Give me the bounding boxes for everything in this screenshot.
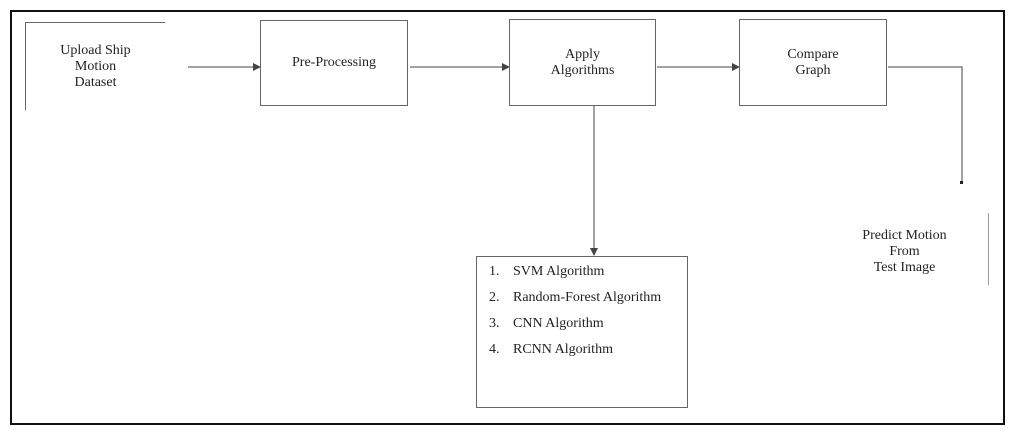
algorithm-label: RCNN Algorithm <box>513 342 613 357</box>
algorithm-number: 1. <box>489 264 500 279</box>
algorithm-label: SVM Algorithm <box>513 264 605 279</box>
upload-dataset-label: Upload Ship Motion Dataset <box>60 42 131 90</box>
algorithm-list-box: 1. SVM Algorithm 2. Random-Forest Algori… <box>476 256 688 408</box>
algorithm-number: 3. <box>489 316 500 331</box>
algorithm-item-svm: 1. SVM Algorithm <box>489 263 679 281</box>
algorithm-number: 4. <box>489 342 500 357</box>
compare-graph-label: Compare Graph <box>787 46 839 78</box>
preprocessing-node: Pre-Processing <box>260 20 408 106</box>
diagram-frame <box>10 10 1005 425</box>
algorithm-label: CNN Algorithm <box>513 316 604 331</box>
compare-graph-node: Compare Graph <box>739 19 887 106</box>
algorithm-number: 2. <box>489 290 500 305</box>
upload-dataset-node: Upload Ship Motion Dataset <box>25 22 165 110</box>
algorithm-item-rcnn: 4. RCNN Algorithm <box>489 341 679 359</box>
predict-motion-node: Predict Motion From Test Image <box>821 213 989 285</box>
preprocessing-label: Pre-Processing <box>292 55 376 70</box>
algorithm-label: Random-Forest Algorithm <box>513 290 662 305</box>
apply-algorithms-label: Apply Algorithms <box>550 46 615 78</box>
apply-algorithms-node: Apply Algorithms <box>509 19 656 106</box>
algorithm-item-cnn: 3. CNN Algorithm <box>489 315 679 333</box>
algorithm-item-random-forest: 2. Random-Forest Algorithm <box>489 289 679 307</box>
predict-motion-label: Predict Motion From Test Image <box>862 228 947 275</box>
algorithm-list: 1. SVM Algorithm 2. Random-Forest Algori… <box>489 263 679 359</box>
